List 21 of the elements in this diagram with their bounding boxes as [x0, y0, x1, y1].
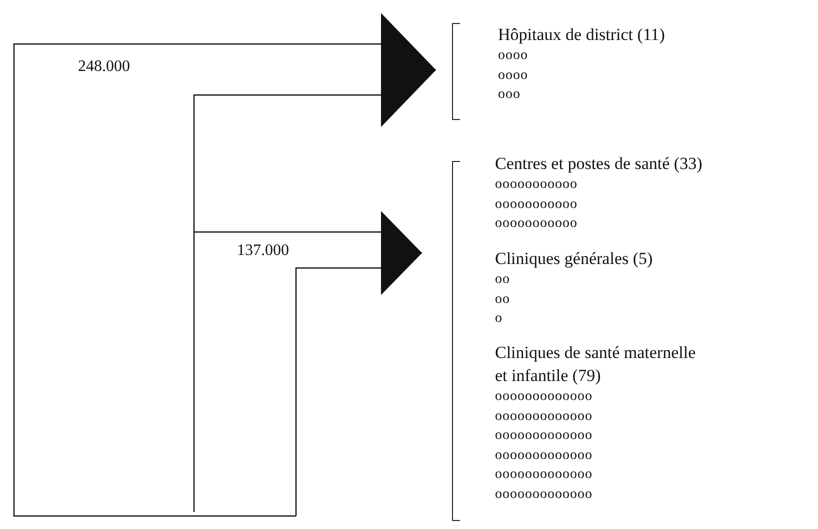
flow-arrow	[13, 13, 437, 517]
flow-arrow	[193, 211, 423, 517]
count-symbols: oo	[495, 290, 511, 308]
count-symbols: oooo	[498, 66, 529, 84]
category-heading: Centres et postes de santé (33)	[495, 153, 704, 175]
category-heading: Hôpitaux de district (11)	[498, 24, 666, 46]
category-heading: Cliniques générales (5)	[495, 248, 654, 270]
count-symbols: ooooooooooooo	[495, 388, 594, 406]
count-symbols: ooooooooooooo	[495, 446, 594, 464]
count-symbols: ooooooooooo	[495, 196, 578, 214]
count-symbols: ooooooooooooo	[495, 466, 594, 484]
count-symbols: oo	[495, 271, 511, 289]
count-symbols: ooooooooooo	[495, 215, 578, 233]
count-symbols: o	[495, 310, 504, 328]
count-symbols: ooooooooooo	[495, 176, 578, 194]
count-symbols: ooooooooooooo	[495, 408, 594, 426]
category-heading: Cliniques de santé maternelle et infantile (79)	[495, 342, 697, 387]
count-symbols: ooo	[498, 86, 522, 104]
count-symbols: ooooooooooooo	[495, 486, 594, 504]
count-symbols: oooo	[498, 47, 529, 65]
count-symbols: ooooooooooooo	[495, 427, 594, 445]
